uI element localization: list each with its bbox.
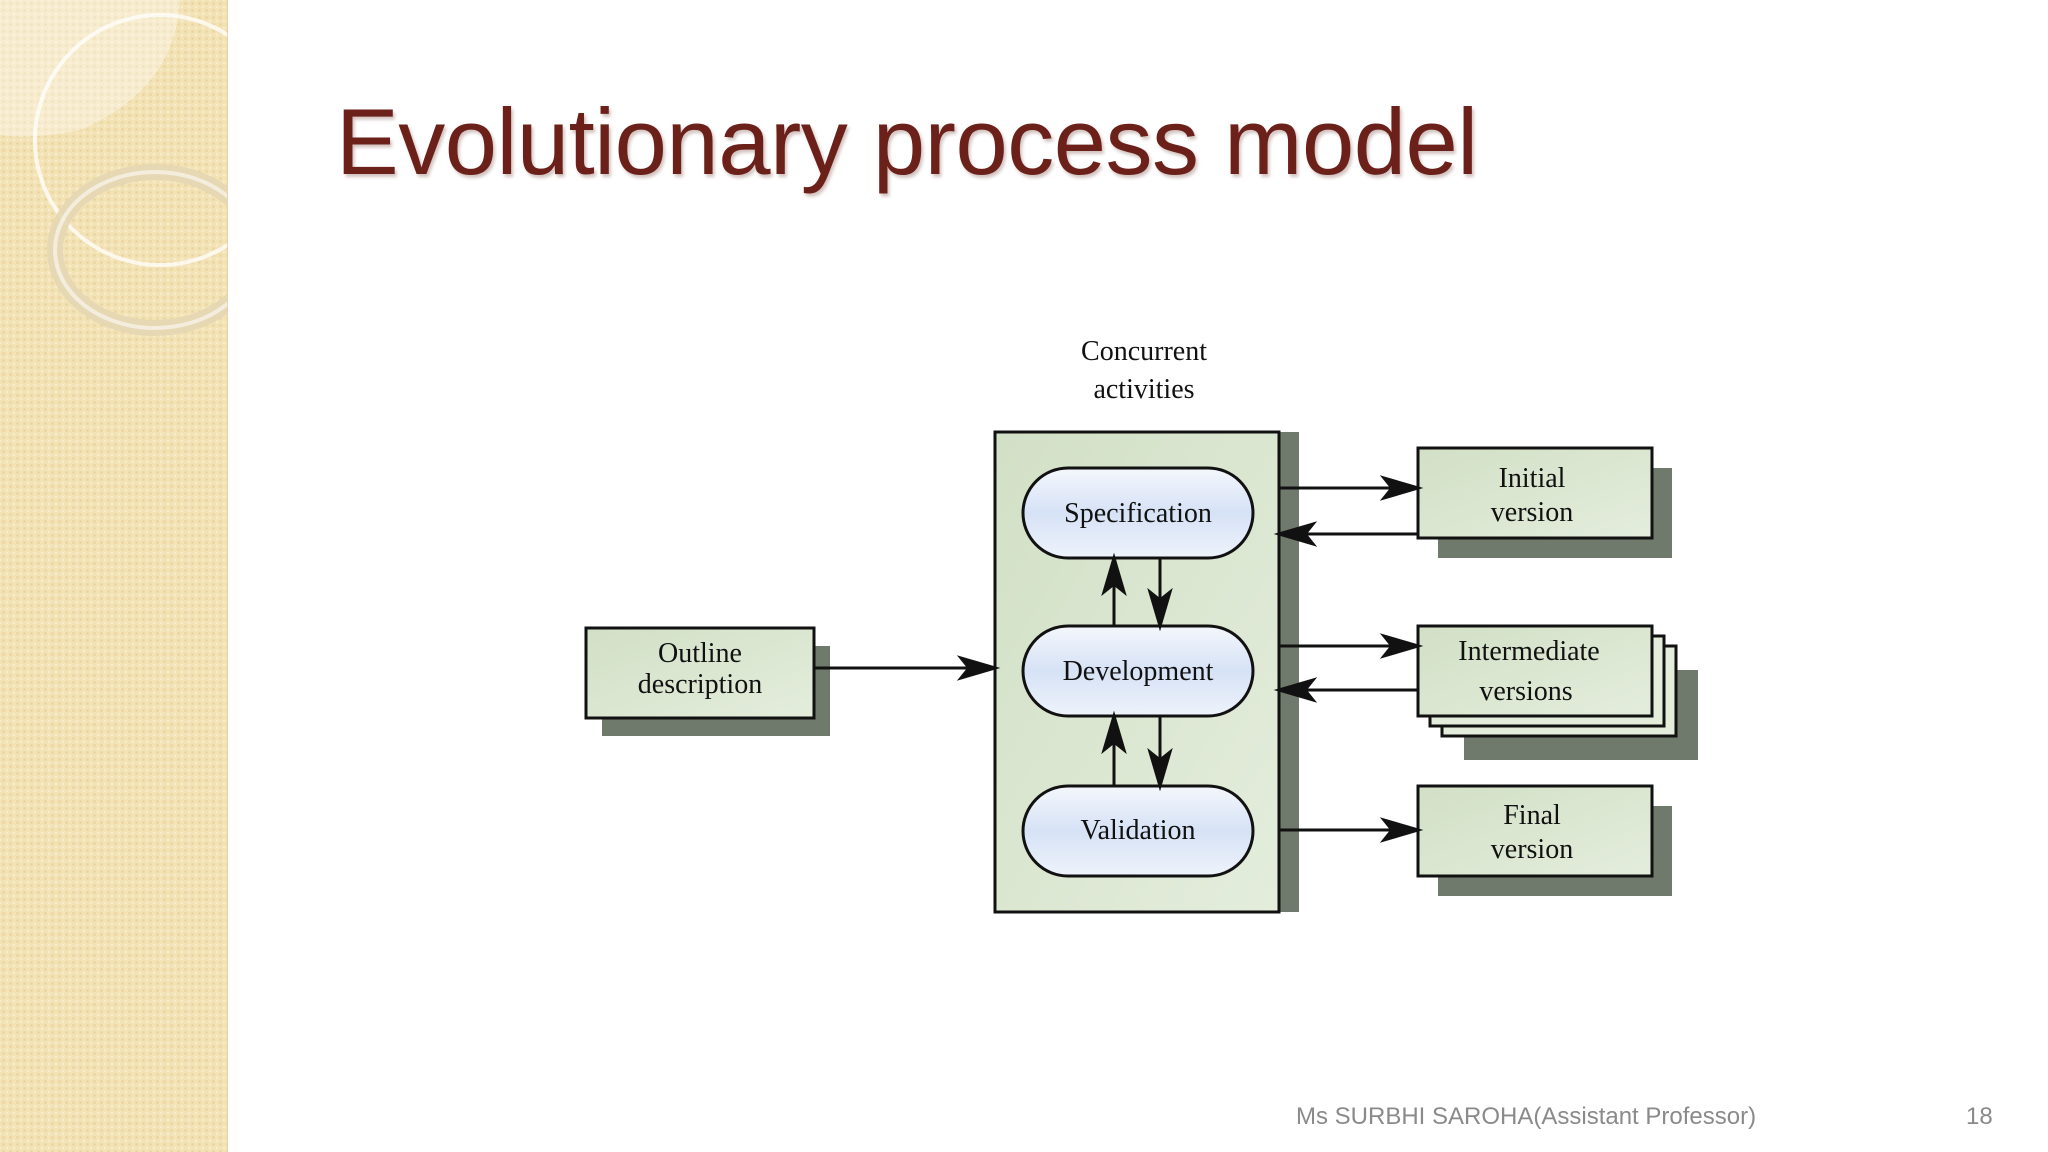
validation-activity: Validation bbox=[1021, 784, 1255, 878]
svg-text:Validation: Validation bbox=[1080, 815, 1195, 846]
initial-version-box: Initial version bbox=[1416, 446, 1672, 558]
development-activity: Development bbox=[1021, 624, 1255, 718]
footer-author: Ms SURBHI SAROHA(Assistant Professor) bbox=[1296, 1103, 1757, 1130]
initial-version-arrows bbox=[1273, 475, 1424, 547]
final-version-arrow bbox=[1279, 817, 1424, 843]
input-arrow bbox=[814, 655, 1001, 681]
svg-text:Initial: Initial bbox=[1499, 463, 1566, 494]
slide-title: Evolutionary process model bbox=[336, 89, 1478, 194]
svg-text:versions: versions bbox=[1479, 676, 1572, 707]
svg-text:Intermediate: Intermediate bbox=[1458, 636, 1599, 667]
concurrent-label-line1: Concurrent bbox=[1081, 336, 1207, 367]
outline-description-box: Outline description bbox=[584, 626, 830, 736]
svg-text:Development: Development bbox=[1063, 656, 1214, 687]
svg-text:version: version bbox=[1491, 497, 1573, 528]
intermediate-versions-arrows bbox=[1273, 633, 1424, 703]
specification-activity: Specification bbox=[1021, 466, 1255, 560]
concurrent-label-line2: activities bbox=[1093, 374, 1194, 405]
spec-dev-arrows bbox=[1101, 552, 1173, 632]
page-number: 18 bbox=[1966, 1103, 1993, 1130]
evolutionary-process-diagram: Concurrent activities Specification Deve… bbox=[580, 330, 1740, 955]
svg-text:Specification: Specification bbox=[1064, 498, 1212, 529]
svg-text:Outline: Outline bbox=[658, 638, 742, 669]
intermediate-versions-box: Intermediate versions bbox=[1416, 624, 1698, 760]
svg-text:description: description bbox=[638, 669, 762, 700]
dev-validation-arrows bbox=[1101, 710, 1173, 792]
final-version-box: Final version bbox=[1416, 784, 1672, 896]
svg-text:Final: Final bbox=[1503, 800, 1561, 831]
svg-text:version: version bbox=[1491, 834, 1573, 865]
decorative-rings bbox=[0, 0, 227, 336]
decorative-sidebar bbox=[0, 0, 228, 1152]
